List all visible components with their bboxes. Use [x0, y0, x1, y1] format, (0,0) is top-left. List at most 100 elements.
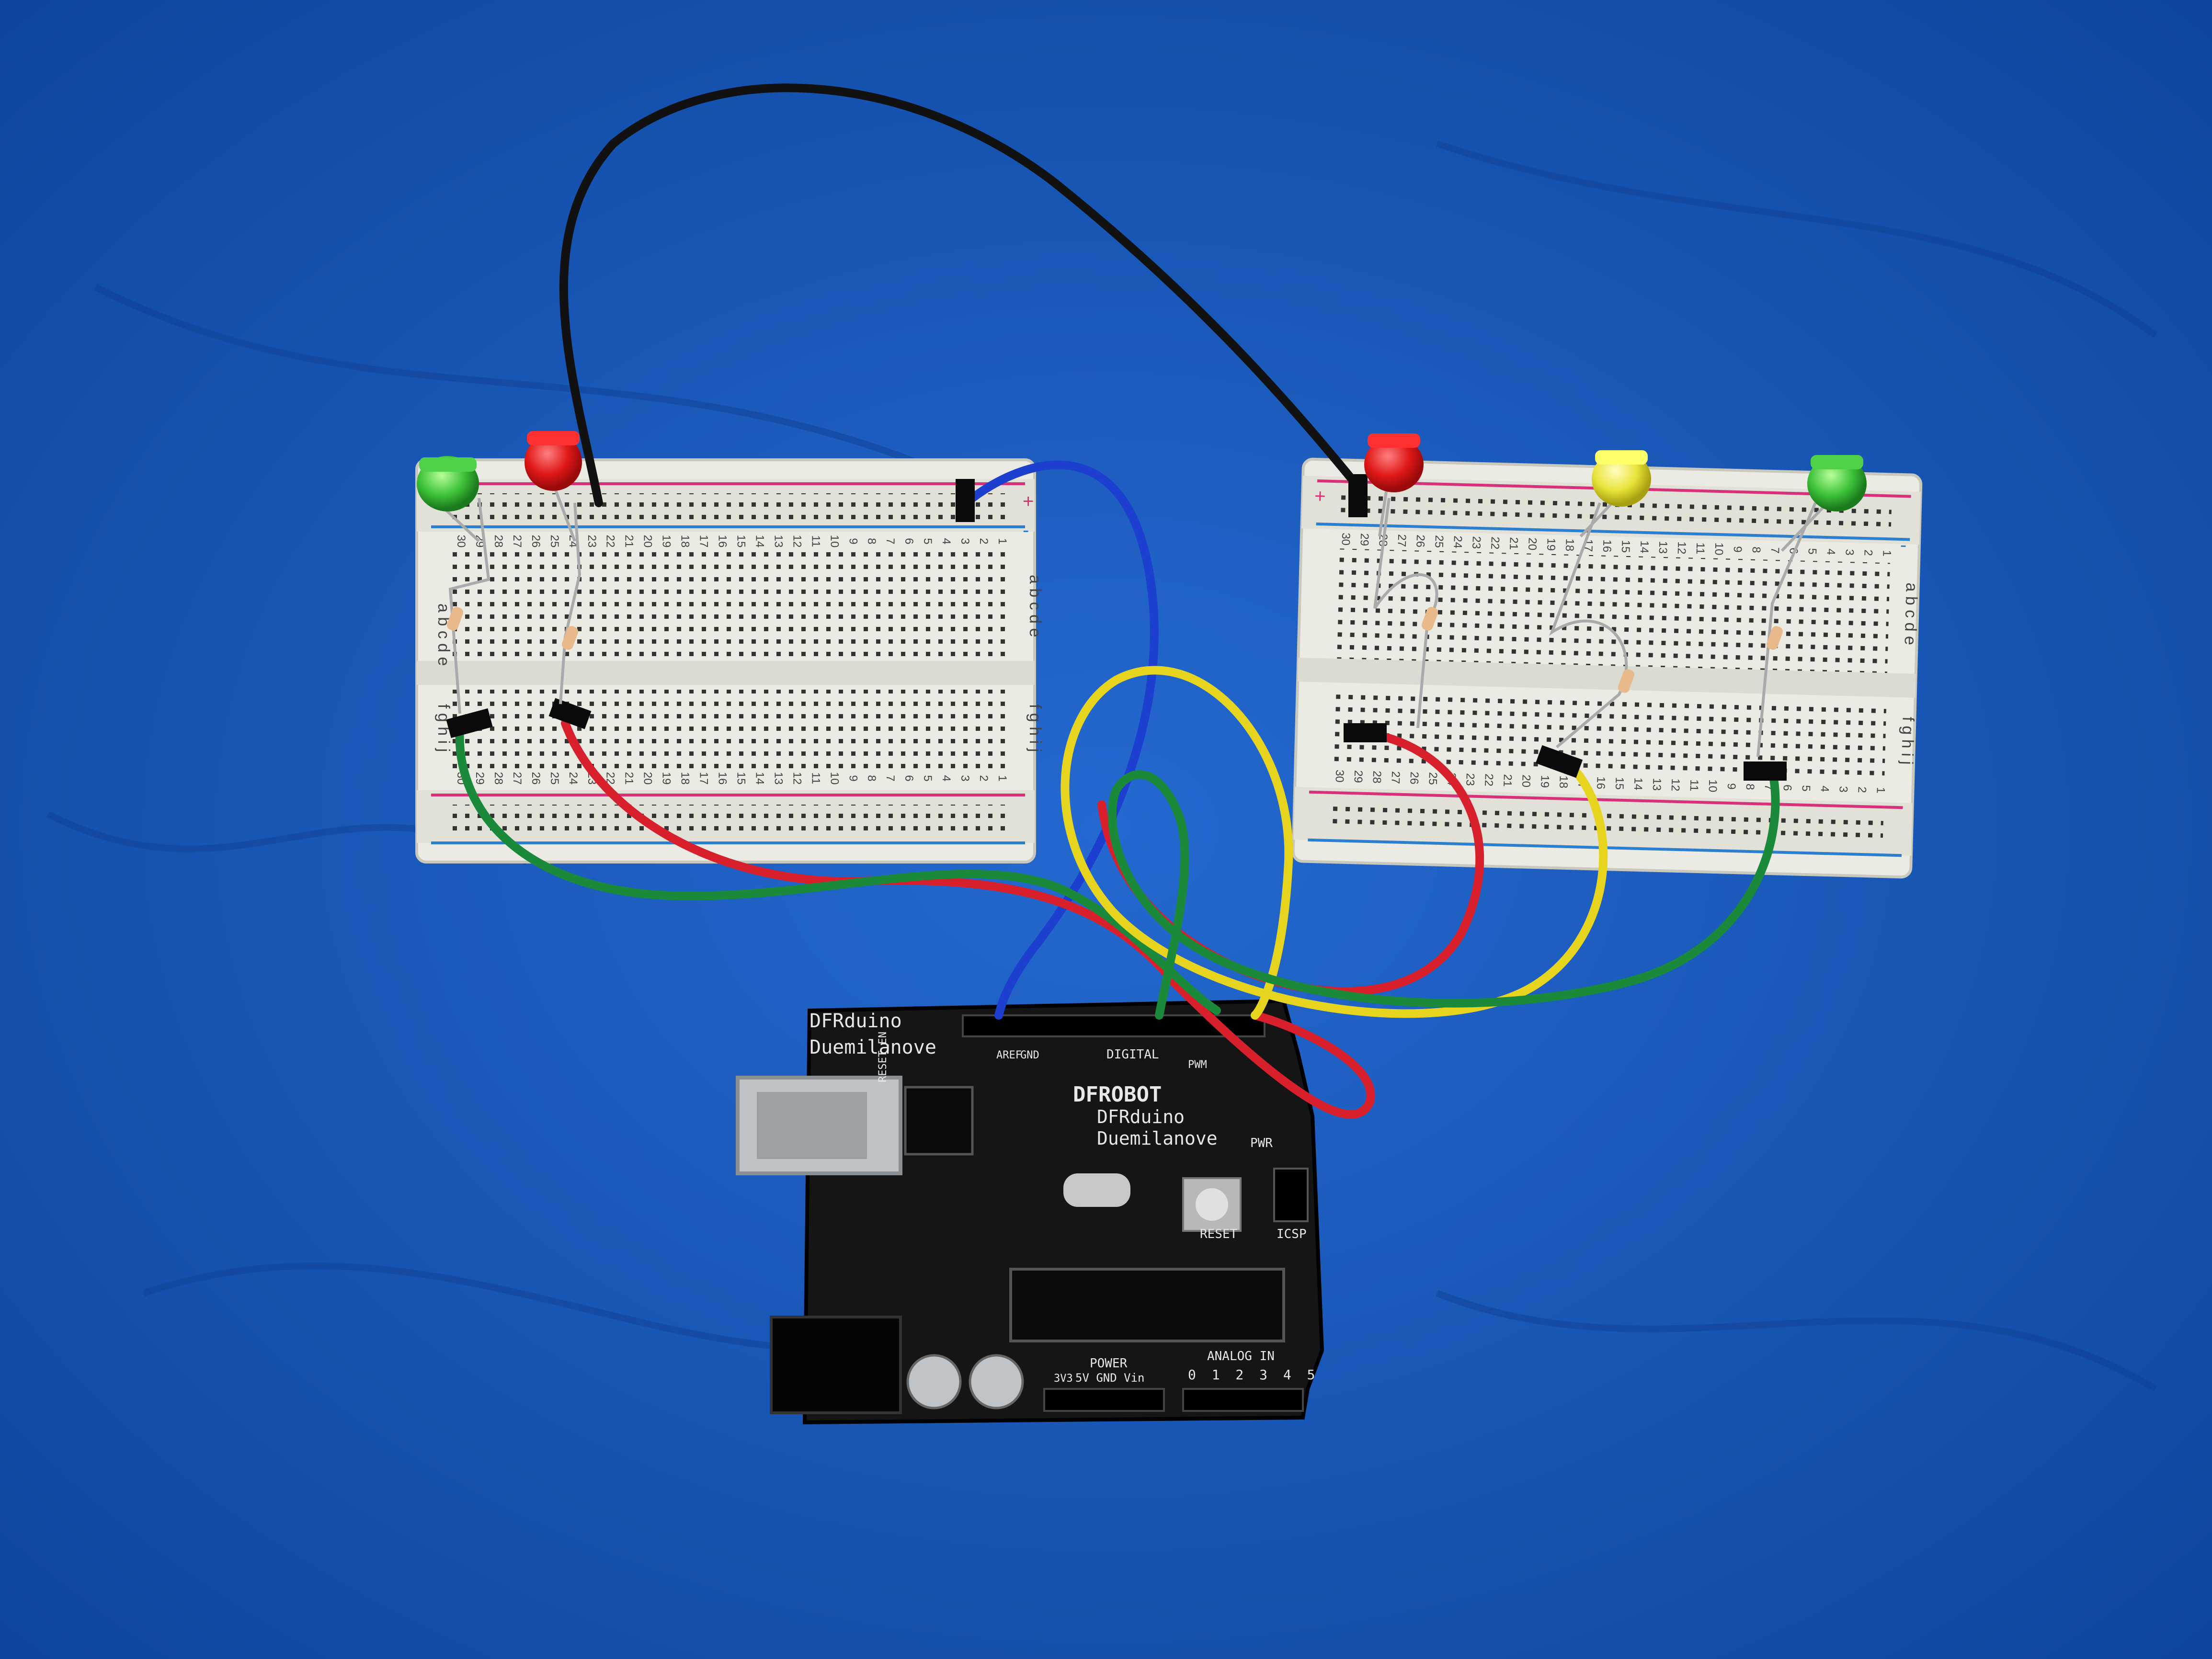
bb-right-col-number-bottom: 10 [1706, 779, 1720, 792]
bb-left-col-number-bottom: 28 [492, 772, 505, 785]
bb-left-col-number-bottom: 1 [996, 775, 1009, 781]
bb-left-rows-bottom-right: f g h i j [1026, 704, 1044, 752]
bb-right-col-number-bottom: 14 [1631, 777, 1645, 790]
led-right-yellow [1579, 450, 1651, 538]
bb-right-col-number-bottom: 5 [1800, 785, 1813, 792]
bb-right-col-number-bottom: 23 [1463, 773, 1477, 786]
label-aref: AREF [996, 1049, 1022, 1061]
wire-blue [968, 460, 1159, 1020]
wire-yellow [1060, 666, 1608, 1020]
led-right-red [1364, 433, 1424, 537]
breadboard-left: a b c d e a b c d e f g h i j f g h i j … [415, 458, 1044, 864]
led-left-green [417, 456, 480, 543]
resistor-right-1 [1421, 607, 1438, 631]
bb-left-col-number-bottom: 18 [679, 772, 692, 785]
jumper-right-top [1348, 474, 1368, 517]
bb-right-rail-plus: + [1314, 486, 1326, 507]
bb-left-col-number-top: 14 [753, 535, 766, 548]
board-logo-sub2: Duemilanove [1097, 1128, 1218, 1149]
microcontroller-chip [1009, 1268, 1285, 1342]
bb-right-col-number-top: 23 [1470, 536, 1483, 549]
icsp-header [1273, 1168, 1309, 1222]
bb-left-rows-top-right: a b c d e [1026, 575, 1044, 637]
bb-right-col-number-top: 26 [1414, 534, 1427, 547]
bb-right-col-number-bottom: 30 [1333, 770, 1346, 783]
wire-black-1 [559, 83, 1360, 507]
bb-left-col-number-bottom: 17 [697, 772, 710, 785]
crystal [1063, 1173, 1130, 1207]
bb-right-col-number-bottom: 9 [1725, 783, 1738, 790]
led-left-red [524, 431, 582, 542]
bb-right-col-number-top: 19 [1544, 538, 1558, 551]
bb-right-col-number-top: 12 [1675, 541, 1688, 554]
bb-left-col-number-bottom: 3 [958, 775, 971, 781]
bb-left-col-number-top: 26 [529, 535, 542, 548]
bb-left-col-number-bottom: 21 [623, 772, 636, 785]
bb-right-col-number-bottom: 12 [1669, 778, 1682, 791]
bb-left-col-number-bottom: 24 [567, 772, 580, 785]
label-reset-en: RESET_EN [877, 1032, 889, 1082]
wires [455, 83, 1780, 1119]
bb-right-col-number-top: 20 [1526, 537, 1539, 550]
bb-left-col-number-bottom: 14 [753, 772, 766, 785]
bb-left-col-number-top: 22 [604, 535, 617, 548]
bb-right-col-number-bottom: 26 [1407, 772, 1421, 784]
bb-right-col-number-bottom: 16 [1594, 776, 1608, 789]
label-pwm: PWM [1188, 1059, 1207, 1071]
bb-right-rows-bottom: f g h i j [1898, 716, 1917, 765]
bb-right-col-number-bottom: 11 [1688, 779, 1701, 792]
bb-right-col-number-bottom: 25 [1426, 772, 1439, 785]
bb-left-col-number-bottom: 20 [641, 772, 654, 785]
arduino-board: DFRduino Duemilanove DFROBOT DFRduino Du… [736, 999, 1324, 1425]
bb-left-col-number-bottom: 26 [529, 772, 542, 785]
bb-right-col-number-top: 27 [1395, 534, 1408, 547]
leds [417, 431, 1867, 552]
bb-left-column-numbers: 3030292928282727262625252424232322222121… [455, 535, 1009, 785]
bb-right-col-number-bottom: 20 [1519, 774, 1533, 787]
bb-left-col-number-top: 4 [940, 538, 953, 544]
breadboard-right: a b c d e f g h i j + - 3030292928282727… [1291, 457, 1923, 879]
bb-right-col-number-top: 22 [1488, 536, 1502, 549]
wire-green-left [455, 724, 1221, 1015]
jumper-right-3 [1744, 761, 1787, 781]
bb-right-col-number-top: 7 [1768, 547, 1781, 554]
bb-left-col-number-bottom: 7 [884, 775, 897, 781]
bb-right-col-number-top: 13 [1656, 541, 1670, 554]
left-components [446, 479, 975, 738]
resistor-left-1 [446, 607, 464, 631]
bb-right-col-number-bottom: 18 [1557, 775, 1570, 788]
bb-left-col-number-top: 21 [623, 535, 636, 548]
bb-left-col-number-top: 13 [772, 535, 785, 548]
bb-left-col-number-top: 16 [716, 535, 729, 548]
bb-right-col-number-top: 9 [1731, 546, 1744, 553]
bb-left-col-number-top: 19 [660, 535, 673, 548]
jumper-left-bottom-2 [548, 698, 592, 729]
right-components [1344, 474, 1817, 781]
bb-right-col-number-top: 15 [1619, 540, 1632, 553]
label-power-pins: 5V GND Vin [1075, 1371, 1145, 1385]
bb-right-col-number-bottom: 6 [1781, 784, 1794, 791]
bb-left-col-number-top: 11 [809, 535, 822, 547]
bb-right-rail-minus: - [1900, 534, 1906, 556]
bb-right-col-number-bottom: 2 [1855, 786, 1868, 793]
bb-right-col-number-top: 21 [1507, 537, 1520, 550]
board-logo-sub1: DFRduino [1097, 1106, 1185, 1127]
jumper-left-top [956, 479, 975, 522]
bb-left-col-number-top: 2 [977, 538, 990, 544]
bb-right-col-number-top: 29 [1357, 533, 1371, 546]
bb-left-col-number-top: 9 [846, 538, 859, 544]
bb-right-col-number-top: 18 [1563, 538, 1576, 551]
bb-left-rail-plus: + [1023, 491, 1034, 512]
jumper-right-1 [1344, 723, 1387, 742]
bb-left-col-number-top: 28 [492, 535, 505, 548]
bb-left-col-number-top: 23 [585, 535, 598, 548]
bb-left-col-number-top: 8 [865, 538, 878, 544]
resistor-right-3 [1766, 626, 1783, 650]
bb-right-col-number-bottom: 22 [1482, 773, 1495, 786]
bb-left-col-number-top: 5 [921, 538, 934, 544]
bb-left-col-number-bottom: 13 [772, 772, 785, 785]
bb-left-col-number-top: 7 [884, 538, 897, 544]
resistor-right-2 [1618, 669, 1635, 693]
bb-left-col-number-top: 6 [902, 538, 915, 544]
